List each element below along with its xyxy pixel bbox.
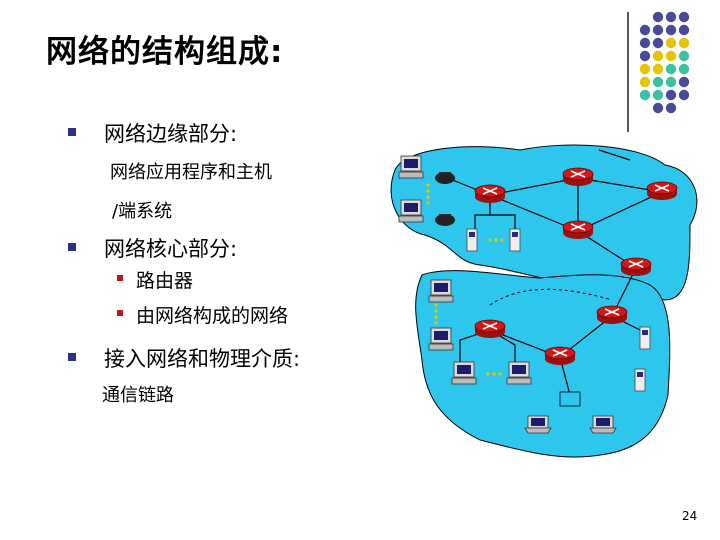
decorative-dot <box>665 63 677 75</box>
server-icon <box>466 228 478 252</box>
bullet-network-edge: 网络边缘部分: <box>104 122 238 146</box>
sub-bullet-marker <box>117 275 123 281</box>
pc-icon <box>428 327 454 351</box>
laptop-icon <box>589 415 617 434</box>
decorative-dot <box>678 37 690 49</box>
pc-icon <box>398 199 424 223</box>
phone-icon <box>435 214 455 226</box>
decorative-dot <box>678 11 690 23</box>
decorative-dot <box>652 37 664 49</box>
router <box>562 220 594 240</box>
decorative-dot <box>665 50 677 62</box>
decorative-dot <box>639 37 651 49</box>
decorative-dot <box>665 89 677 101</box>
edge-description-line2: /端系统 <box>112 201 173 222</box>
pc-icon <box>398 155 424 179</box>
decorative-dot <box>665 102 677 114</box>
bullet-access-network: 接入网络和物理介质: <box>104 347 301 371</box>
router <box>562 167 594 187</box>
bullet-network-core: 网络核心部分: <box>104 237 238 261</box>
edge-description-line1: 网络应用程序和主机 <box>110 162 272 183</box>
phone-icon <box>435 172 455 184</box>
core-item-network-of-networks: 由网络构成的网络 <box>136 305 289 327</box>
server-icon <box>639 326 651 350</box>
decorative-dot <box>652 24 664 36</box>
pc-icon <box>506 361 532 385</box>
decorative-dot <box>665 11 677 23</box>
decorative-dot <box>665 24 677 36</box>
access-description: 通信链路 <box>102 385 174 406</box>
decorative-dot <box>678 63 690 75</box>
router <box>596 305 628 325</box>
decorative-dot <box>639 76 651 88</box>
bullet-marker <box>68 128 76 136</box>
decorative-dot <box>678 50 690 62</box>
pc-icon <box>451 361 477 385</box>
edge-network-cloud <box>390 144 698 301</box>
decorative-dot <box>639 50 651 62</box>
decorative-dot <box>678 24 690 36</box>
decorative-dot <box>665 37 677 49</box>
decorative-dot <box>665 76 677 88</box>
decorative-dot <box>639 24 651 36</box>
pc-icon <box>428 279 454 303</box>
laptop-icon <box>524 415 552 434</box>
page-number: 24 <box>682 509 698 523</box>
decorative-dot <box>652 89 664 101</box>
decorative-dot <box>652 50 664 62</box>
decorative-dot <box>639 63 651 75</box>
core-item-router: 路由器 <box>136 270 194 292</box>
router <box>620 257 652 277</box>
decorative-vertical-line <box>627 12 629 132</box>
router <box>474 319 506 339</box>
bullet-marker <box>68 353 76 361</box>
decorative-dot <box>652 102 664 114</box>
bullet-marker <box>68 243 76 251</box>
sub-bullet-marker <box>117 310 123 316</box>
router <box>544 346 576 366</box>
decorative-dot <box>678 89 690 101</box>
server-icon <box>634 368 646 392</box>
decorative-dot <box>652 76 664 88</box>
decorative-dot <box>652 11 664 23</box>
access-point-icon <box>559 391 581 407</box>
decorative-dot <box>678 76 690 88</box>
server-icon <box>509 228 521 252</box>
router <box>646 181 678 201</box>
decorative-dot <box>639 89 651 101</box>
decorative-dot <box>652 63 664 75</box>
page-title: 网络的结构组成: <box>46 34 284 70</box>
router <box>474 184 506 204</box>
